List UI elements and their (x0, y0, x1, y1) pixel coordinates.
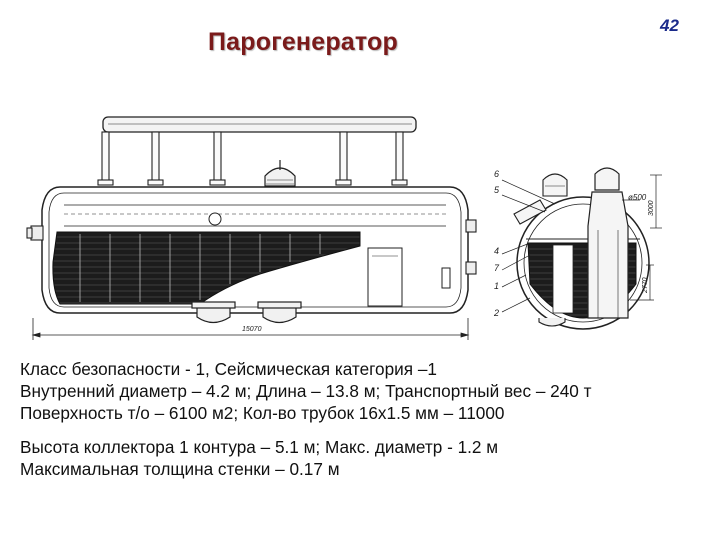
height-dimension-side: 2770 (642, 277, 649, 294)
steam-pipes (97, 131, 408, 186)
spec-line: Внутренний диаметр – 4.2 м; Длина – 13.8… (20, 381, 592, 401)
access-panel (367, 247, 451, 307)
steam-generator-drawing: 15070 (26, 116, 662, 340)
end-nozzles (26, 219, 477, 275)
height-dimension-top: 3000 (648, 200, 655, 216)
spec-line: Высота коллектора 1 контура – 5.1 м; Мак… (20, 437, 499, 457)
spec-line: Максимальная толщина стенки – 0.17 м (20, 459, 340, 479)
length-dimension-label: 15070 (242, 326, 262, 333)
section-dimensions (622, 174, 662, 301)
section-collector (587, 167, 629, 319)
section-bottom-nozzle (538, 318, 566, 327)
specifications: Класс безопасности - 1, Сейсмическая кат… (20, 358, 710, 480)
callout-7: 7 (494, 263, 500, 273)
callout-leaders (501, 179, 556, 313)
callout-1: 1 (494, 281, 499, 291)
length-dimension (31, 318, 470, 340)
callout-4: 4 (494, 246, 499, 256)
top-dome (264, 160, 296, 187)
diameter-dimension: ø500 (628, 193, 647, 202)
slide-title: Парогенератор (208, 28, 398, 56)
steam-header (102, 116, 417, 133)
spec-line: Поверхность т/о – 6100 м2; Кол-во трубок… (20, 403, 505, 423)
bottom-collectors (191, 301, 302, 324)
bundle-supports (79, 234, 321, 302)
section-channel (552, 244, 574, 314)
page-number: 42 (660, 16, 679, 35)
tube-bundle (52, 231, 361, 305)
spec-line: Класс безопасности - 1, Сейсмическая кат… (20, 359, 437, 379)
callout-6: 6 (494, 169, 499, 179)
section-dome (513, 173, 568, 225)
spec-spacer (20, 424, 710, 436)
callout-5: 5 (494, 185, 500, 195)
callout-2: 2 (493, 308, 499, 318)
